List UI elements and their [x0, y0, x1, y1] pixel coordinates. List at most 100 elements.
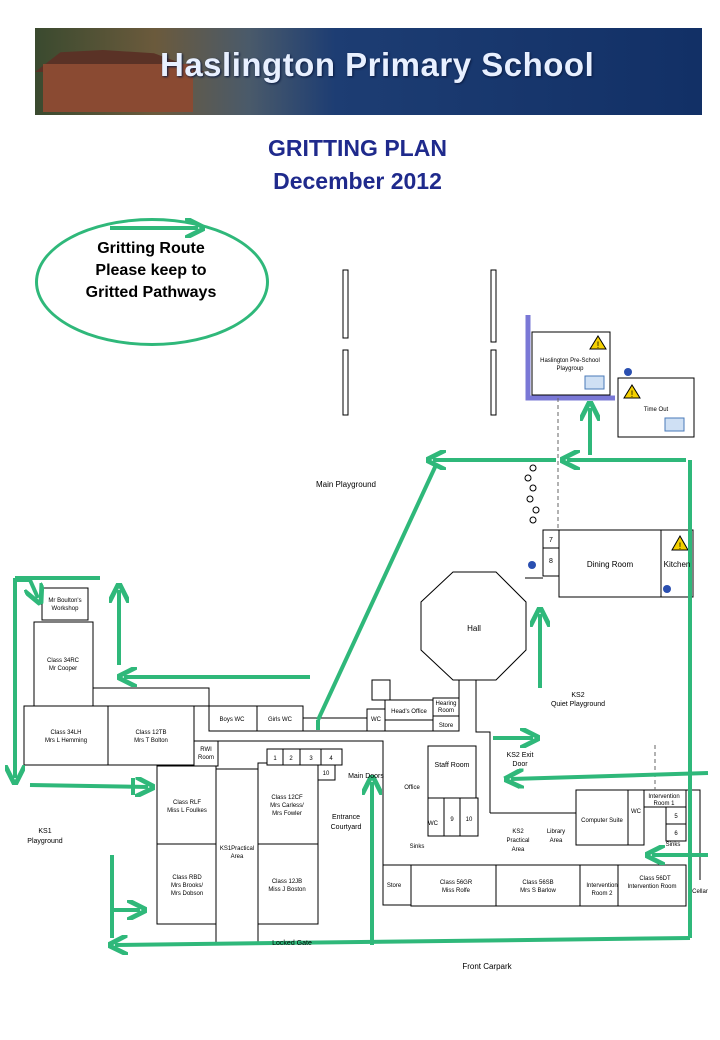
front-carpark-label: Front Carpark [462, 962, 512, 971]
corridor-east [475, 680, 491, 813]
ks2-practical-label-3: Area [512, 847, 525, 853]
intervention-2-label-2: Room 2 [591, 891, 613, 897]
preschool-label: Haslington Pre-School [540, 358, 600, 364]
office-outline [385, 680, 460, 732]
store-top-label: Store [439, 723, 454, 729]
sinks-lower-label: Sinks [410, 844, 425, 850]
cellar-label: Cellar [692, 889, 708, 895]
class-56sb-teacher: Mrs S Barlow [520, 888, 556, 894]
room-8-label: 8 [549, 558, 553, 565]
girls-wc [256, 705, 304, 732]
library-label: Library [547, 829, 565, 835]
ks2-quiet-label-2: Quiet Playground [551, 701, 605, 708]
corridor-mid [302, 717, 368, 732]
sinks-right-label: Sinks [666, 842, 681, 848]
entrance-courtyard-label-2: Courtyard [331, 824, 362, 831]
class-12jb [257, 843, 319, 925]
playground-markings [342, 269, 497, 416]
class-rbd-label: Class RBD [172, 875, 202, 881]
ks2-quiet-label: KS2 [571, 692, 584, 699]
class-rbd-teacher-2: Mrs Dobson [171, 891, 203, 897]
legend-line-2: Please keep to [95, 262, 207, 279]
class-12cf-label: Class 12CF [271, 795, 303, 801]
room-6 [665, 823, 687, 842]
rwi-label: RWI [200, 747, 212, 753]
locked-gate-label: Locked Gate [272, 940, 312, 947]
legend-line-3: Gritted Pathways [85, 284, 217, 301]
room-7-label: 7 [549, 537, 553, 544]
ks2-practical-label: KS2 [512, 829, 524, 835]
class-12cf-teacher: Mrs Carless/ [270, 803, 304, 809]
class-34rc-teacher: Mr Cooper [49, 666, 77, 672]
room-3-label: 3 [309, 756, 313, 762]
plan-date: December 2012 [273, 168, 442, 194]
ks2-exit-label-2: Door [512, 761, 528, 768]
wc-lower-label: WC [428, 821, 439, 827]
intervention-room-1 [643, 789, 687, 808]
class-12tb-teacher: Mrs T Bolton [134, 738, 168, 744]
ks1-playground-label-2: Playground [27, 838, 63, 845]
intervention-2-label: Intervention [586, 883, 617, 889]
class-12cf-teacher-2: Mrs Fowler [272, 811, 302, 817]
class-56sb [495, 864, 581, 907]
class-rbd-teacher: Mrs Brooks/ [171, 883, 203, 889]
hearing-room-label-2: Room [438, 708, 454, 714]
class-rlf-label: Class RLF [173, 800, 201, 806]
computer-suite-label: Computer Suite [581, 818, 623, 824]
ks1-practical-area [215, 768, 259, 944]
class-34lh-label: Class 34LH [50, 730, 81, 736]
rwi-room [193, 740, 219, 767]
warning-icon: ! [589, 335, 607, 350]
class-rlf [156, 765, 217, 845]
class-34rc-label: Class 34RC [47, 658, 80, 664]
wc-right-label: WC [631, 809, 642, 815]
dining-room [558, 529, 662, 598]
hearing-room-label: Hearing [435, 701, 456, 707]
class-12tb [107, 705, 195, 766]
wc-mid-label: WC [371, 717, 382, 723]
room-10a [317, 764, 336, 781]
library-label-2: Area [550, 838, 563, 844]
class-56gr-teacher: Miss Rolfe [442, 888, 471, 894]
room-10b-label: 10 [466, 817, 473, 823]
room-10b [459, 797, 479, 837]
intervention-1-label: Intervention [648, 794, 679, 800]
class-34lh-teacher: Mrs L Hemming [45, 738, 87, 744]
store-bottom [382, 864, 412, 906]
intervention-1-label-2: Room 1 [653, 801, 675, 807]
class-56dt [617, 864, 687, 907]
dining-room-label: Dining Room [587, 560, 634, 569]
legend-line-1: Gritting Route [97, 240, 205, 257]
room-5-label: 5 [674, 814, 678, 820]
school-building-photo [43, 64, 193, 112]
hall-label: Hall [467, 624, 481, 633]
corridor-left [92, 687, 210, 707]
class-12jb-label: Class 12JB [272, 879, 302, 885]
ks2-exit-label: KS2 Exit [507, 752, 534, 759]
stepping-stones [524, 464, 540, 524]
main-doors-label: Main Doors [348, 773, 384, 780]
head-office-porch [371, 679, 391, 701]
info-icon [528, 368, 671, 593]
staff-room [427, 745, 477, 799]
plan-title: GRITTING PLAN [268, 135, 447, 161]
class-56dt-label: Class 56DT [639, 876, 671, 882]
wc-right [627, 789, 645, 846]
boulton-workshop [41, 587, 89, 621]
legend-text: Gritting Route Please keep to Gritted Pa… [60, 238, 242, 304]
room-10a-label: 10 [323, 771, 330, 777]
preschool-label-2: Playgroup [556, 366, 584, 372]
girls-wc-label: Girls WC [268, 717, 293, 723]
ks1-practical-label: KS1Practical [220, 846, 254, 852]
wc-lower [427, 797, 445, 837]
boys-wc-label: Boys WC [219, 717, 245, 723]
class-12jb-teacher: Miss J Boston [268, 887, 305, 893]
legend-ellipse [35, 218, 269, 346]
school-name: Haslington Primary School [160, 46, 595, 83]
time-out-label: Time Out [644, 407, 669, 413]
preschool-fence [525, 315, 615, 401]
room-2-label: 2 [289, 756, 293, 762]
svg-text:!: ! [597, 340, 600, 350]
rwi-label-2: Room [198, 755, 214, 761]
staff-room-label: Staff Room [435, 762, 470, 769]
